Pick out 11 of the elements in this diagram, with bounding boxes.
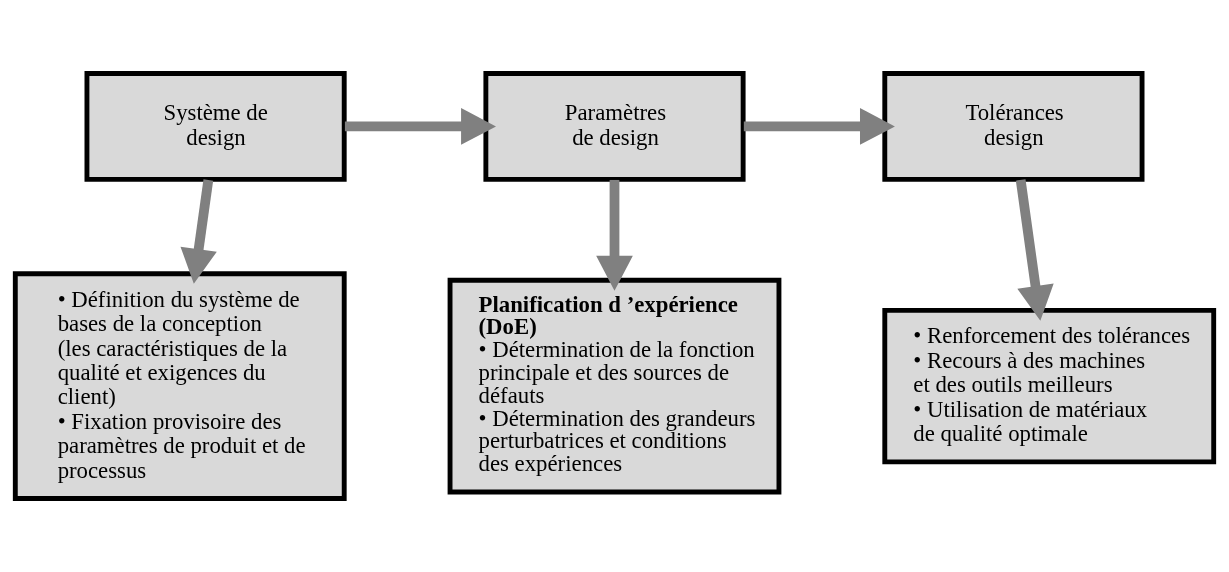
arrow xyxy=(1015,179,1054,321)
arrow xyxy=(743,108,895,145)
arrow xyxy=(180,179,217,284)
node-box: • Définition du système de bases de la conception (les caractéristiques de la qualité et exigences du client) • Fixation provisoire des paramètres de produit et de processus xyxy=(12,271,347,501)
arrow xyxy=(596,179,633,291)
node-box: • Renforcement des tolérances • Recours à des machines et des outils meilleurs • Utilisation de matériaux de qualité optimale xyxy=(882,308,1217,465)
node-box: Système de design xyxy=(84,71,347,182)
node-box: Planification d ’expérience (DoE) • Détermination de la fonction principale et des sources de défauts • Détermination des grandeurs perturbatrices et conditions des expériences xyxy=(447,277,782,495)
arrow xyxy=(344,108,496,145)
node-box: Tolérances design xyxy=(882,71,1145,182)
node-box: Paramètres de design xyxy=(483,71,746,182)
